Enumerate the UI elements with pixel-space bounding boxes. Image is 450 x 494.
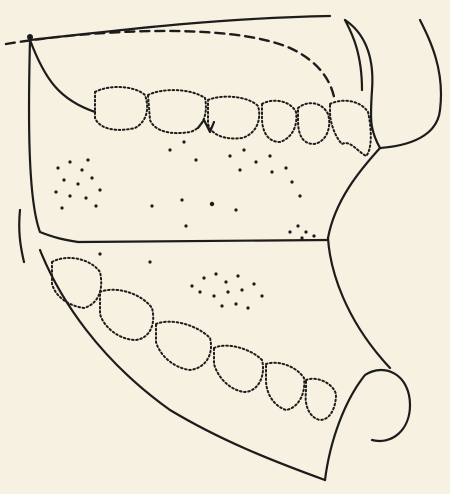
upper-teeth (95, 87, 371, 156)
stipple-dots (54, 140, 315, 309)
palate-dashed-line (6, 31, 335, 102)
occlusal-line (78, 240, 328, 242)
upper-jaw-outline (29, 16, 330, 242)
reference-point (27, 34, 33, 40)
lower-jaw-outline (19, 210, 410, 480)
posterior-outline (328, 20, 441, 368)
